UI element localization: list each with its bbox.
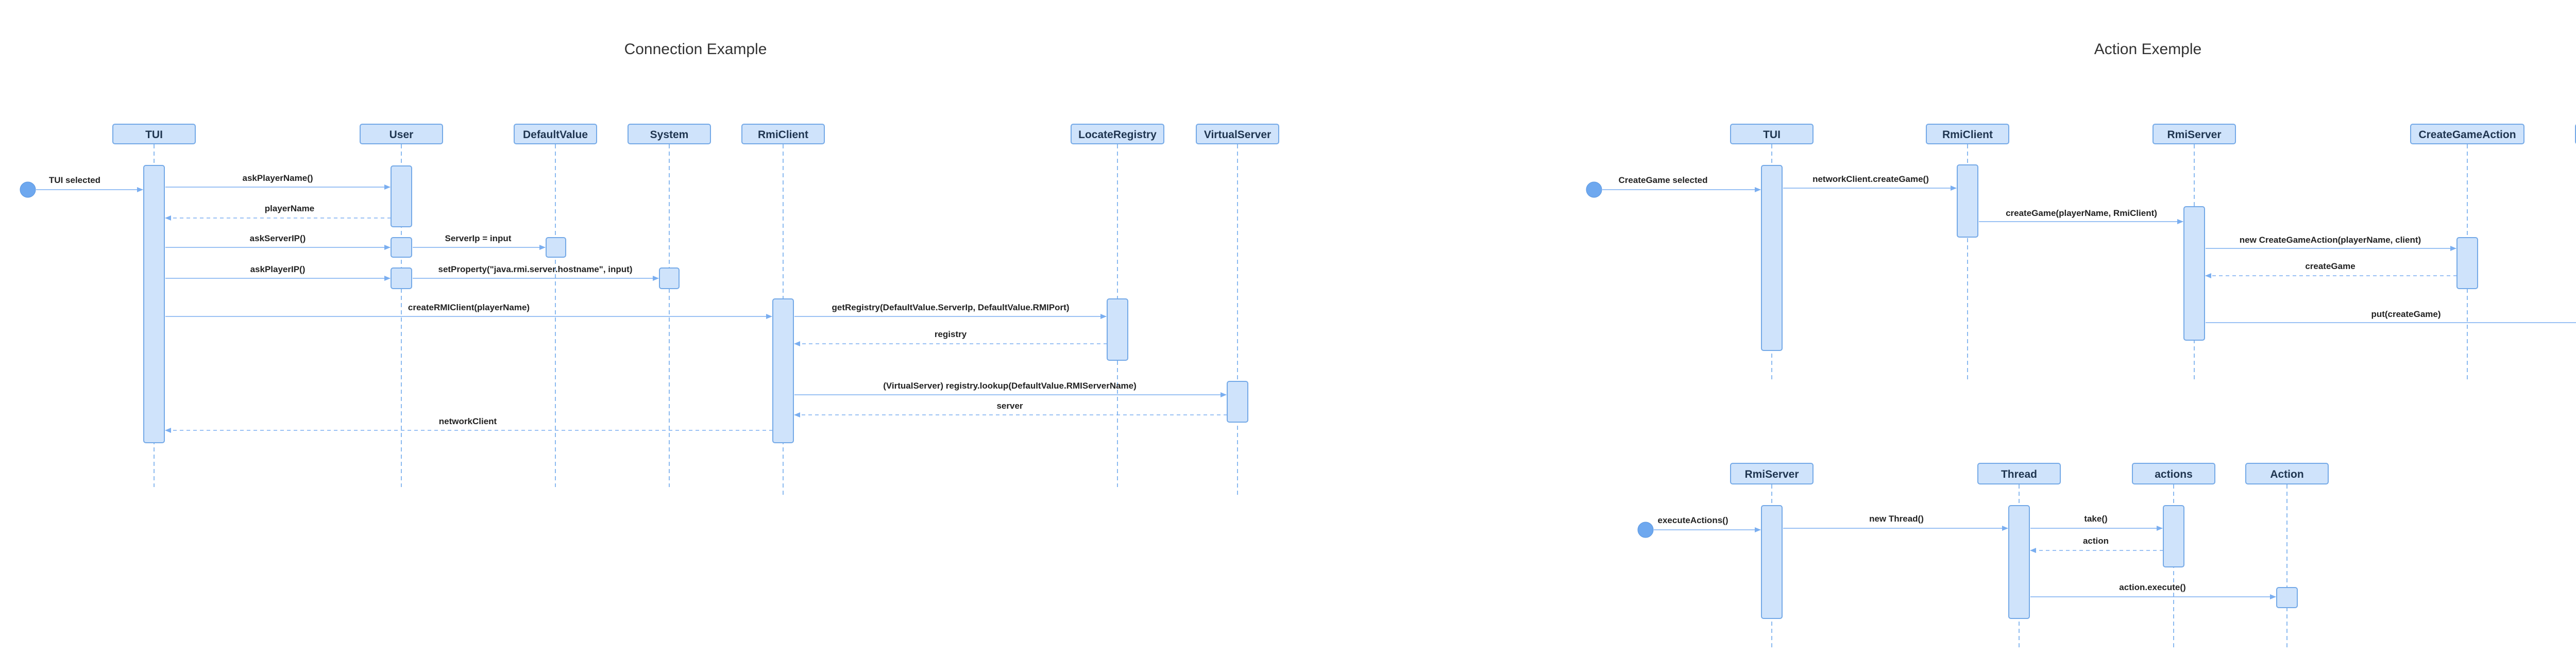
- participant-user: User: [360, 124, 443, 144]
- participant-actions: actions: [2132, 463, 2215, 484]
- message-label: new Thread(): [1869, 514, 1924, 524]
- participant-defaultvalue: DefaultValue: [514, 124, 597, 144]
- participant-label: RmiServer: [1744, 468, 1799, 480]
- participant-rmiserver: RmiServer: [2153, 124, 2236, 144]
- participant-label: VirtualServer: [1204, 129, 1271, 141]
- message-label: networkClient.createGame(): [1812, 174, 1929, 184]
- activation-bar: [1957, 164, 1978, 238]
- participant-label: TUI: [145, 129, 163, 141]
- message-label: TUI selected: [49, 175, 100, 185]
- activation-bar: [659, 267, 680, 289]
- activation-bar: [2276, 587, 2298, 608]
- start-node: [1586, 181, 1602, 198]
- message-label: executeActions(): [1658, 515, 1728, 525]
- message-label: playerName: [265, 204, 314, 213]
- activation-bar: [546, 237, 566, 258]
- activation-bar: [1227, 381, 1248, 423]
- participant-label: actions: [2155, 468, 2193, 480]
- activation-bar: [2183, 206, 2205, 341]
- message-label: take(): [2084, 514, 2107, 524]
- message-label: new CreateGameAction(playerName, client): [2240, 235, 2421, 245]
- diagram-title: Action Exemple: [2094, 41, 2201, 58]
- message-label: setProperty("java.rmi.server.hostname", …: [438, 264, 632, 274]
- message-label: getRegistry(DefaultValue.ServerIp, Defau…: [832, 303, 1069, 312]
- message-label: put(createGame): [2371, 309, 2441, 319]
- participant-label: Action: [2270, 468, 2303, 480]
- start-node: [1637, 522, 1654, 538]
- message-label: createGame: [2305, 261, 2355, 271]
- participant-label: System: [650, 129, 689, 141]
- sequence-diagram-connection: Connection Example TUI User DefaultValue…: [20, 41, 1279, 497]
- message-label: askPlayerName(): [242, 173, 313, 183]
- participant-label: CreateGameAction: [2418, 129, 2516, 141]
- participant-creategameaction: CreateGameAction: [2410, 124, 2524, 144]
- message-label: CreateGame selected: [1619, 175, 1708, 185]
- participant-label: RmiClient: [758, 129, 808, 141]
- participant-tui: TUI: [112, 124, 196, 144]
- activation-bar: [1107, 298, 1128, 361]
- activation-bar: [391, 237, 412, 258]
- sequence-diagram-action: Action Exemple TUI RmiClient RmiServer C…: [1586, 41, 2576, 381]
- participant-label: RmiClient: [1942, 129, 1993, 141]
- activation-bar: [1761, 165, 1783, 351]
- diagram-title: Connection Example: [624, 41, 767, 58]
- message-label: networkClient: [439, 416, 497, 426]
- participant-label: LocateRegistry: [1078, 129, 1157, 141]
- activation-bar: [143, 165, 165, 443]
- activation-bar: [2008, 505, 2030, 619]
- message-label: (VirtualServer) registry.lookup(DefaultV…: [883, 381, 1137, 391]
- participant-tui: TUI: [1730, 124, 1814, 144]
- message-label: action.execute(): [2119, 582, 2185, 592]
- activation-bar: [1761, 505, 1783, 619]
- participant-rmiserver: RmiServer: [1730, 463, 1814, 484]
- participant-locateregistry: LocateRegistry: [1071, 124, 1164, 144]
- message-label: server: [996, 401, 1023, 411]
- activation-bar: [2456, 237, 2478, 289]
- participant-action: Action: [2245, 463, 2329, 484]
- message-label: askPlayerIP(): [250, 264, 306, 274]
- message-label: registry: [935, 329, 967, 339]
- participant-label: RmiServer: [2167, 129, 2221, 141]
- activation-bar: [391, 267, 412, 289]
- participant-label: TUI: [1763, 129, 1781, 141]
- participant-thread: Thread: [1977, 463, 2061, 484]
- message-label: createGame(playerName, RmiClient): [2006, 208, 2157, 218]
- message-label: askServerIP(): [250, 233, 306, 243]
- participant-label: DefaultValue: [523, 129, 588, 141]
- message-label: ServerIp = input: [445, 233, 512, 243]
- message-label: createRMIClient(playerName): [408, 303, 530, 312]
- message-label: action: [2083, 536, 2109, 546]
- sequence-diagram-execution: RmiServer Thread actions Action executeA…: [1637, 463, 2329, 649]
- start-node: [20, 181, 36, 198]
- participant-rmiclient: RmiClient: [741, 124, 825, 144]
- participant-virtualserver: VirtualServer: [1196, 124, 1279, 144]
- participant-system: System: [628, 124, 711, 144]
- activation-bar: [2163, 505, 2184, 567]
- activation-bar: [391, 165, 412, 227]
- participant-label: Thread: [2001, 468, 2037, 480]
- activation-bar: [772, 298, 794, 443]
- participant-rmiclient: RmiClient: [1926, 124, 2009, 144]
- participant-label: User: [389, 129, 414, 141]
